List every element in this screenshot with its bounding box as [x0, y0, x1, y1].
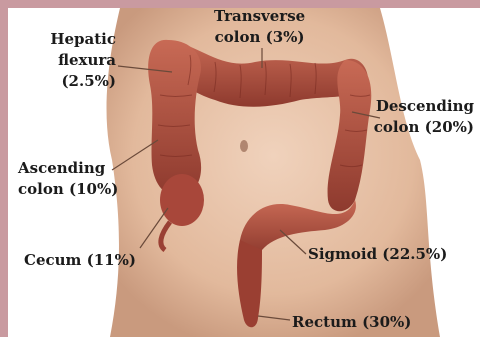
label-descending-line1: Descending	[370, 96, 474, 117]
label-transverse-colon: Transverse colon (3%)	[214, 6, 305, 48]
ascending-colon	[148, 40, 201, 196]
label-transverse-line1: Transverse	[214, 6, 305, 27]
label-cecum-line1: Cecum (11%)	[24, 250, 136, 271]
label-hepatic-flexura: Hepatic flexura (2.5%)	[44, 29, 116, 92]
label-sigmoid: Sigmoid (22.5%)	[308, 244, 447, 265]
label-hepatic-line3: (2.5%)	[44, 71, 116, 92]
label-ascending-colon: Ascending colon (10%)	[18, 158, 118, 200]
label-sigmoid-line1: Sigmoid (22.5%)	[308, 244, 447, 265]
label-rectum-line1: Rectum (30%)	[292, 312, 411, 333]
label-rectum: Rectum (30%)	[292, 312, 411, 333]
label-cecum: Cecum (11%)	[24, 250, 136, 271]
label-ascending-line2: colon (10%)	[18, 179, 118, 200]
label-ascending-line1: Ascending	[18, 158, 118, 179]
label-descending-line2: colon (20%)	[370, 117, 474, 138]
label-hepatic-line1: Hepatic	[44, 29, 116, 50]
label-hepatic-line2: flexura	[44, 50, 116, 71]
navel	[240, 140, 248, 152]
label-descending-colon: Descending colon (20%)	[370, 96, 474, 138]
label-transverse-line2: colon (3%)	[214, 27, 305, 48]
left-border	[0, 0, 8, 337]
cecum	[160, 174, 204, 226]
